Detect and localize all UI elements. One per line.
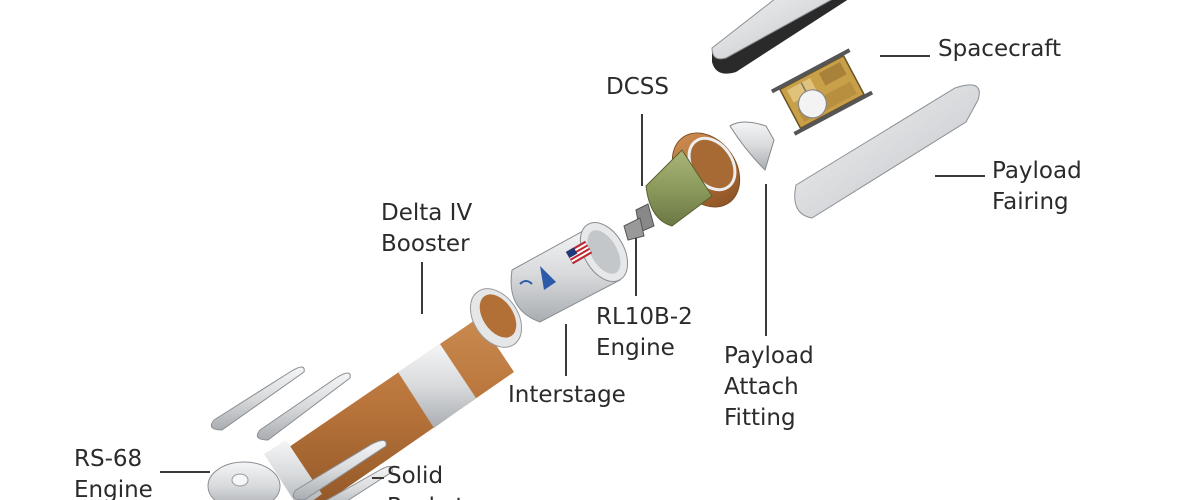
- label-spacecraft: Spacecraft: [938, 36, 1061, 62]
- solid-rocket-motors-part: [210, 366, 393, 500]
- payload-fairing-part: [794, 84, 980, 219]
- label-payload-attach-fitting: Payload Attach Fitting: [724, 343, 814, 431]
- spacecraft-part: [770, 48, 874, 136]
- upper-fairing-half: [711, 0, 848, 74]
- label-payload-fairing: Payload Fairing: [992, 158, 1082, 215]
- label-rl10b2-engine: RL10B-2 Engine: [596, 304, 693, 361]
- dcss-part: [623, 132, 741, 241]
- label-dcss: DCSS: [606, 74, 669, 100]
- payload-attach-fitting-part: [729, 121, 775, 171]
- delta-iv-booster-part: [264, 288, 523, 500]
- label-solid-rocket-motors: Solid Rocket: [387, 463, 464, 500]
- label-rs68-engine: RS-68 Engine: [74, 446, 153, 500]
- label-delta-iv-booster: Delta IV Booster: [381, 200, 473, 257]
- rs68-engine-part: [207, 461, 281, 500]
- interstage-part: [510, 222, 629, 323]
- label-interstage: Interstage: [508, 382, 626, 408]
